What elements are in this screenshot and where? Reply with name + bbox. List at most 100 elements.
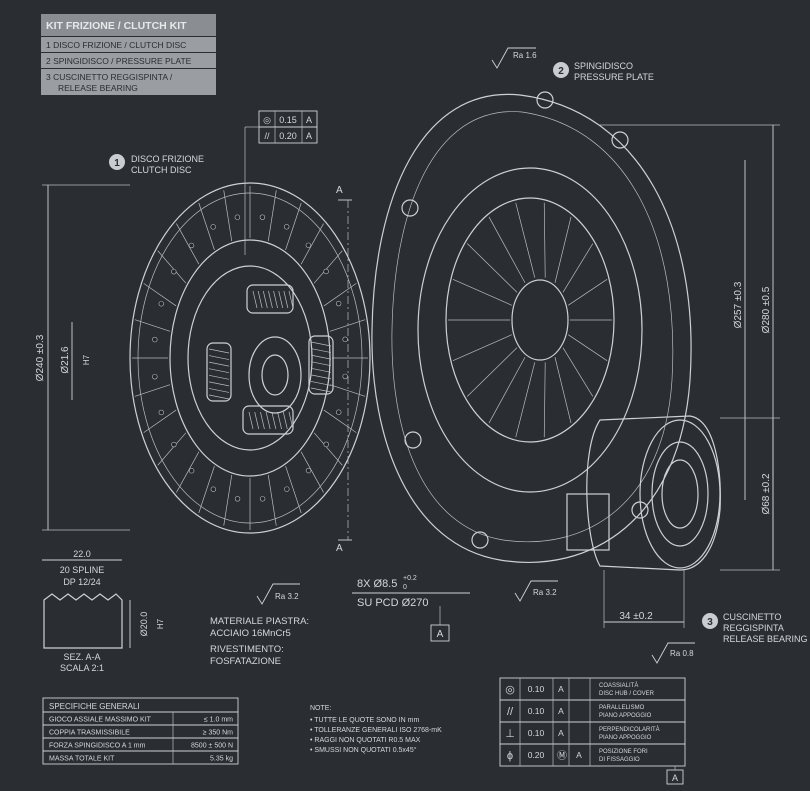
disc-friction-edge (137, 192, 363, 524)
disc-segment-line (323, 409, 357, 433)
specs-key: COPPIA TRASMISSIBILE (49, 730, 130, 737)
disc-rivet (342, 373, 348, 380)
cover-face (417, 167, 643, 493)
damper-spring-top (246, 284, 294, 314)
spring-coil (208, 368, 230, 374)
disc-segment-line (329, 319, 366, 332)
callout-2-num: 2 (558, 66, 564, 77)
callout-3-line3: RELEASE BEARING (723, 634, 808, 644)
disc-rivet (152, 373, 158, 380)
cover-mounting-hole (401, 199, 419, 217)
specs-value: 5.35 kg (210, 756, 233, 763)
note-line-4: • SMUSSI NON QUOTATI 0.5x45° (310, 746, 417, 754)
disc-rivet (323, 441, 329, 448)
specs-value: ≤ 1.0 mm (204, 717, 233, 724)
bearing-bore (661, 459, 699, 529)
gdt-datum-ref: A (576, 750, 582, 760)
diaphragm-finger (488, 357, 526, 424)
gdt-datum-box (666, 769, 684, 785)
section-name: SEZ. A-A (63, 652, 100, 662)
spring-coil (273, 290, 278, 309)
diaphragm-finger (567, 334, 608, 361)
spring-coil (208, 381, 230, 387)
ra16-label: Ra 1.6 (513, 51, 537, 60)
dim-240-label: Ø240 ±0.3 (35, 334, 46, 381)
disc-inner-ring (169, 239, 331, 477)
material-line-4: FOSFATAZIONE (210, 656, 281, 667)
release-bearing-drawing (566, 415, 721, 571)
material-line-2: ACCIAIO 16MnCr5 (210, 628, 291, 639)
kit-row-bg-1 (41, 37, 216, 52)
disc-segment-line (198, 202, 215, 250)
gdt-tolerance: 0.10 (528, 706, 545, 716)
spring-coil (268, 290, 273, 309)
callout-plate: 2 SPINGIDISCO PRESSURE PLATE (553, 61, 654, 82)
diaphragm-finger (554, 216, 572, 283)
disc-rivet (234, 496, 241, 502)
disc-rivet (305, 242, 312, 248)
disc-segment-line (285, 202, 302, 250)
spring-coil (310, 374, 332, 380)
section-scale: SCALA 2:1 (60, 663, 104, 673)
disc-segment-line (223, 474, 233, 526)
diaphragm-finger (554, 357, 572, 424)
callout-3-line2: REGGISPINTA (723, 623, 784, 633)
diaphragm-finger (567, 279, 608, 306)
disc-rivets (152, 214, 348, 502)
disc-rivet (259, 496, 266, 502)
specs-title: SPECIFICHE GENERALI (49, 702, 140, 711)
roughness-icon (256, 583, 300, 605)
disc-segment-line (313, 432, 343, 466)
kit-row-bg-3 (41, 69, 216, 95)
roughness-icon (491, 47, 536, 69)
kit-item-2: 2 SPINGIDISCO / PRESSURE PLATE (46, 56, 192, 66)
diaphragm-finger (466, 243, 518, 293)
gdt-desc-1: COASSIALITÀ (599, 682, 638, 689)
gdt-row (499, 743, 686, 767)
gdt-modifier-icon: Ⓜ (557, 750, 567, 762)
diaphragm-bore (511, 279, 569, 361)
bearing-face (639, 419, 721, 569)
disc-segment-line (198, 466, 215, 514)
damper-spring-right (308, 335, 334, 395)
dimension-lines: Ø240 ±0.3 Ø21.6 H7 Ø257 ±0.3 Ø280 ±0.5 Ø… (35, 124, 780, 628)
callout-bearing: 3 CUSCINETTO REGGISPINTA RELEASE BEARING (702, 612, 808, 644)
specs-value: 8500 ± 500 N (191, 743, 233, 750)
section-marker-bottom: A (336, 543, 343, 554)
roughness-icon (514, 580, 558, 602)
dim-21-label: Ø21.6 (60, 346, 71, 374)
disc-hub-plate (187, 265, 313, 451)
disc-segment-line (300, 451, 324, 493)
spring-coil (282, 411, 288, 430)
spring-coil (310, 387, 332, 393)
callout-2-line1: SPINGIDISCO (574, 61, 633, 71)
diaphragm-finger (452, 334, 512, 362)
spring-coil (271, 411, 277, 430)
section-marker-top: A (336, 185, 343, 196)
cover-mounting-hole (611, 131, 629, 149)
gdt-desc-1: PARALLELISMO (599, 705, 645, 711)
disc-segment-line (143, 409, 177, 433)
specs-row (42, 750, 239, 765)
disc-rivet (158, 301, 164, 307)
gdt-datum-ref: A (558, 728, 564, 738)
spring-coil (288, 411, 294, 430)
spring-coil (283, 290, 289, 309)
disc-outer (129, 182, 371, 534)
specs-key: MASSA TOTALE KIT (49, 756, 115, 763)
diaphragm-finger (515, 362, 536, 438)
note-line-3: • RAGGI NON QUOTATI R0.5 MAX (310, 737, 421, 744)
gdt-desc-1: POSIZIONE FORI (599, 749, 648, 755)
gdt-tolerance: 0.10 (528, 728, 545, 738)
kit-item-3-line2: RELEASE BEARING (58, 83, 138, 93)
pressure-plate-drawing (371, 91, 692, 563)
disc-segment-line (300, 223, 324, 265)
spring-coil (208, 394, 230, 400)
callout-3-badge (702, 613, 718, 629)
callout-1-num: 1 (114, 158, 120, 169)
kit-title-block: KIT FRIZIONE / CLUTCH KIT 1 DISCO FRIZIO… (41, 14, 216, 95)
disc-rivet (305, 467, 312, 474)
